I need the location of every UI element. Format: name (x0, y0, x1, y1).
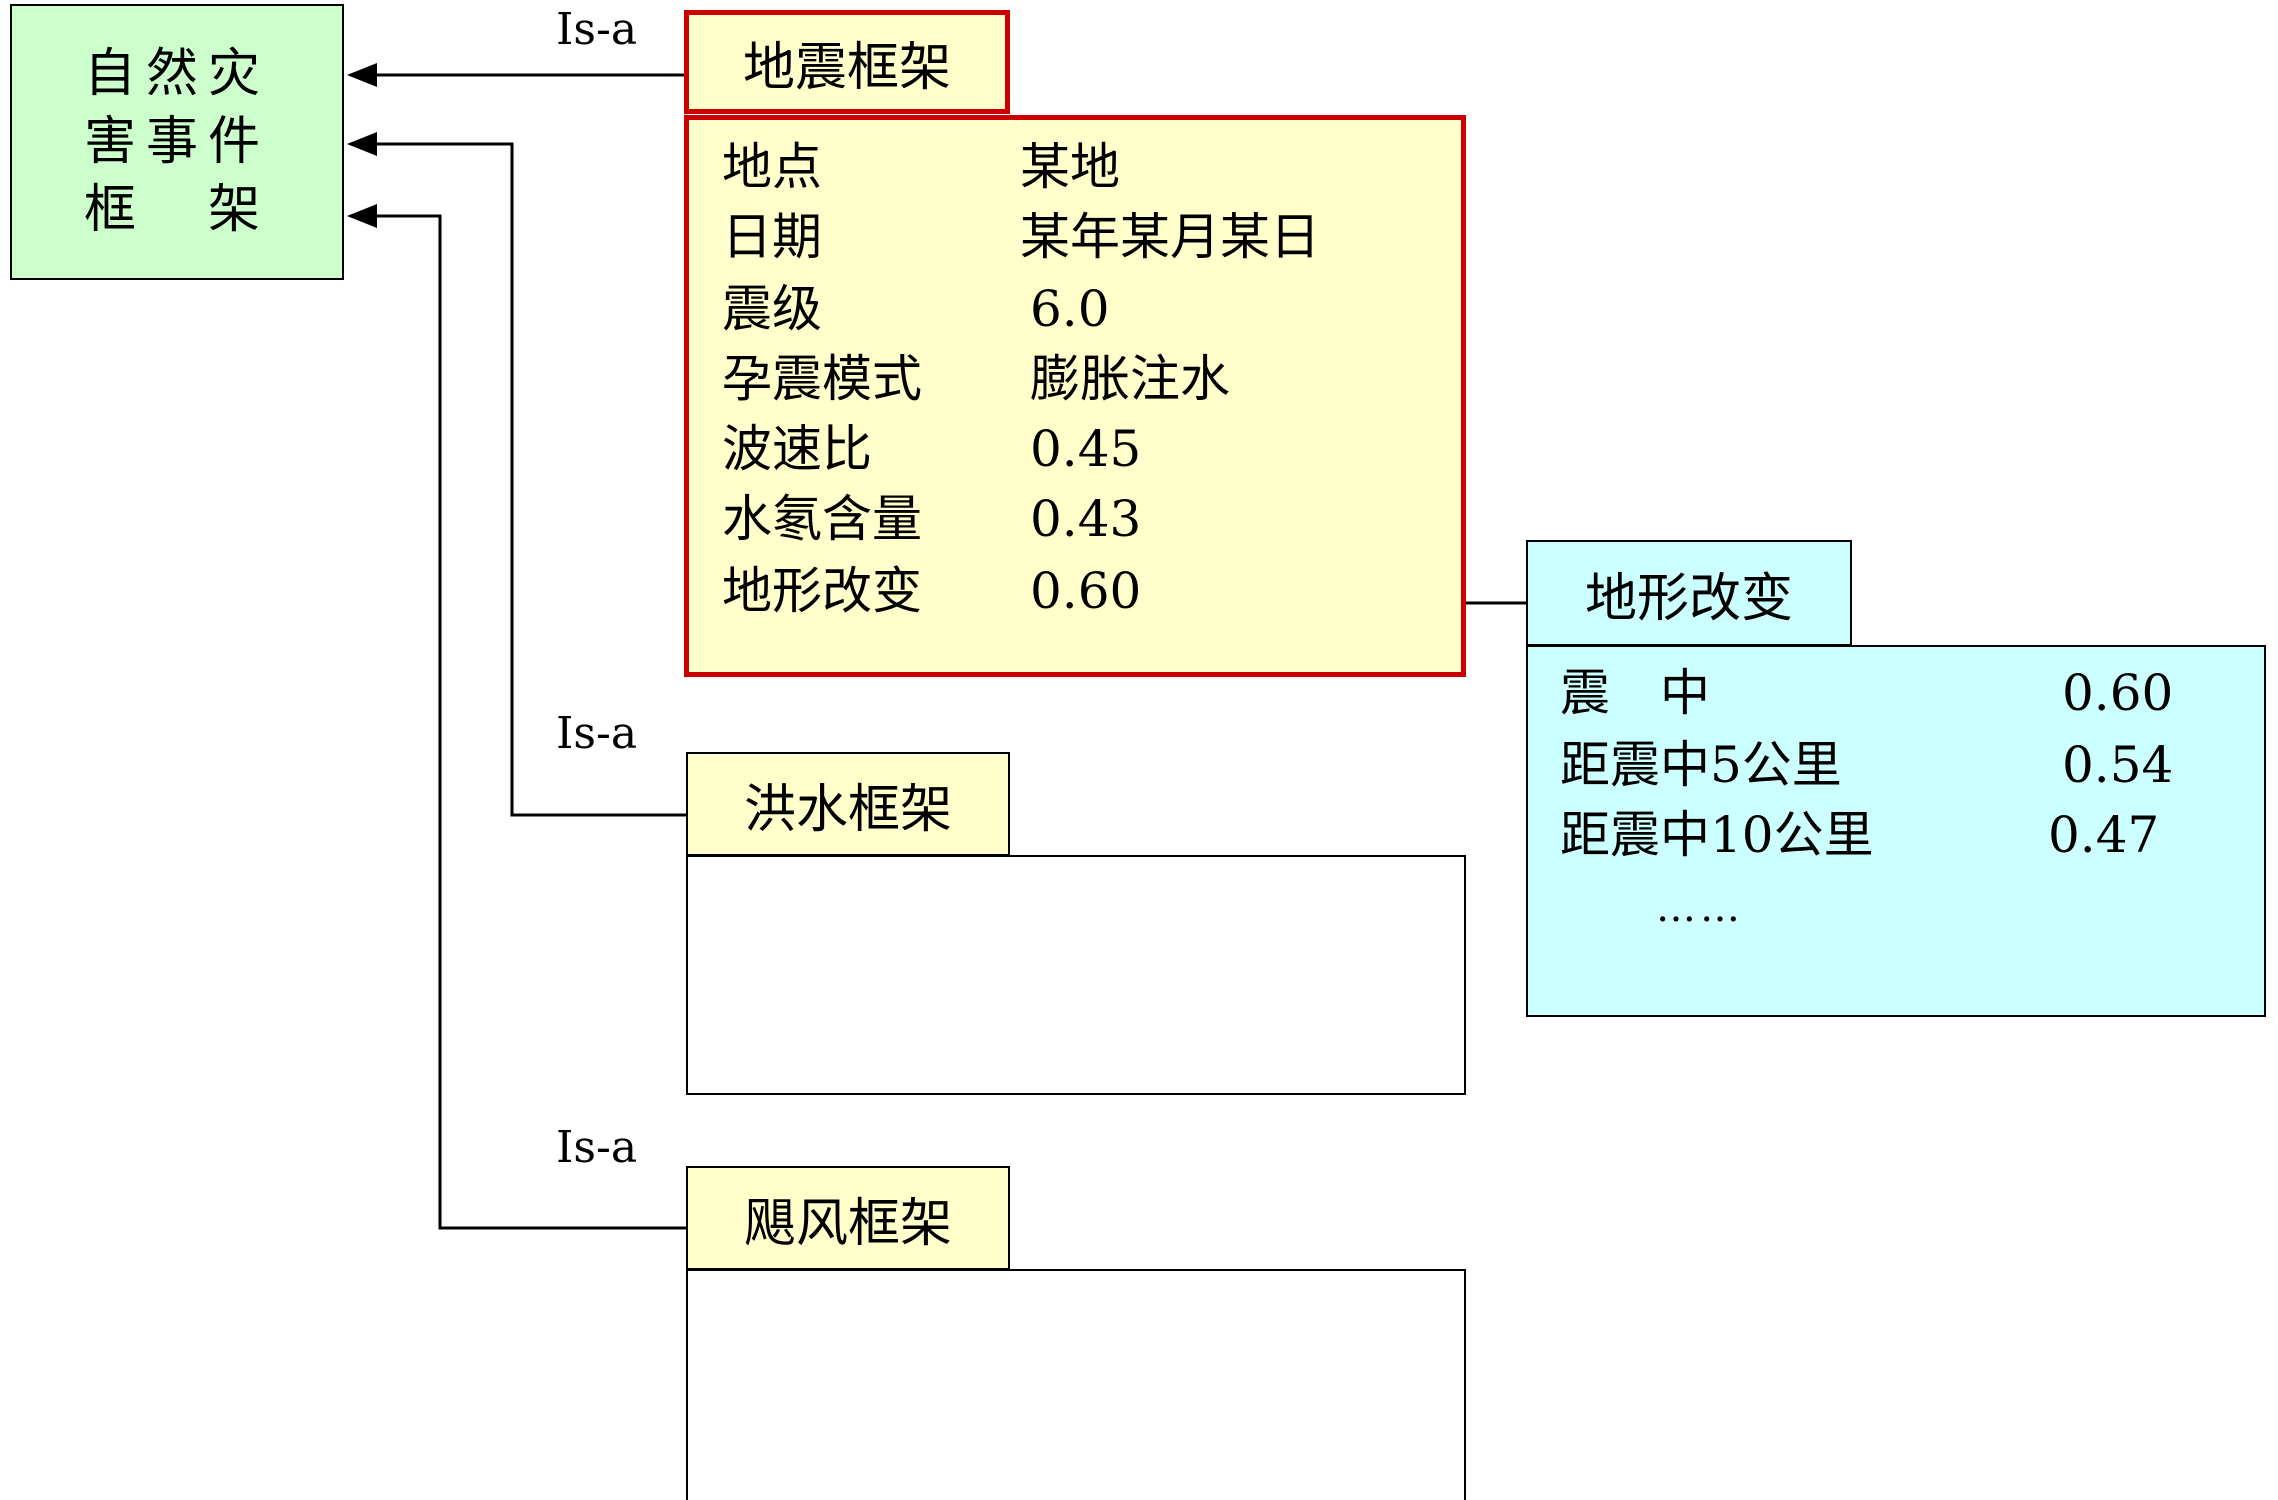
slot-value-magnitude: 6.0 (1030, 280, 1110, 338)
slot-value-velocity-ratio: 0.45 (1030, 420, 1142, 478)
slot-name-terrain-change: 地形改变 (722, 562, 922, 620)
isa-connector-typhoon (347, 204, 686, 1230)
isa-label-flood: Is-a (556, 708, 638, 759)
slot-value-radon-content: 0.43 (1030, 490, 1142, 548)
earthquake-frame-title-box: 地震框架 (684, 10, 1010, 114)
terrain-row-name-epicenter: 震 中 (1560, 664, 1710, 722)
slot-name-radon-content: 水氡含量 (722, 490, 922, 548)
slot-value-seismogenic-mode: 膨胀注水 (1030, 350, 1230, 408)
root-frame-box (10, 4, 344, 280)
slot-value-terrain-change: 0.60 (1030, 562, 1142, 620)
slot-name-date: 日期 (722, 208, 822, 266)
typhoon-frame-title-box: 飓风框架 (686, 1166, 1010, 1270)
earthquake-frame-title: 地震框架 (742, 37, 951, 98)
terrain-row-value-5km: 0.54 (2062, 736, 2174, 794)
terrain-row-value-epicenter: 0.60 (2062, 664, 2174, 722)
terrain-row-name-5km: 距震中5公里 (1560, 736, 1842, 794)
typhoon-frame-title: 飓风框架 (743, 1193, 952, 1254)
slot-name-velocity-ratio: 波速比 (722, 420, 872, 478)
isa-label-earthquake: Is-a (556, 4, 638, 55)
terrain-frame-slots-box (1526, 645, 2266, 1017)
flood-frame-slots-box (686, 855, 1466, 1095)
root-frame-label: 自然灾 害事件 框 架 (10, 4, 344, 280)
isa-label-typhoon: Is-a (556, 1122, 638, 1173)
flood-frame-title: 洪水框架 (743, 779, 952, 840)
earthquake-frame-slots-box (684, 115, 1466, 677)
root-frame-line-1: 自然灾 (83, 44, 270, 104)
slot-value-location: 某地 (1020, 138, 1120, 196)
terrain-frame-title-box: 地形改变 (1526, 540, 1852, 646)
terrain-frame-title: 地形改变 (1584, 568, 1793, 629)
root-frame-line-2: 害事件 (83, 112, 270, 172)
typhoon-frame-slots-box (686, 1269, 1466, 1500)
terrain-row-value-10km: 0.47 (2048, 806, 2160, 864)
terrain-ellipsis: …… (1656, 885, 1744, 931)
root-frame-line-3: 框 架 (83, 180, 270, 240)
slot-name-seismogenic-mode: 孕震模式 (722, 350, 922, 408)
isa-connector-flood (347, 132, 686, 817)
terrain-row-name-10km: 距震中10公里 (1560, 806, 1874, 864)
flood-frame-title-box: 洪水框架 (686, 752, 1010, 856)
slot-name-location: 地点 (722, 138, 822, 196)
slot-value-date: 某年某月某日 (1020, 208, 1320, 266)
slot-name-magnitude: 震级 (722, 280, 822, 338)
